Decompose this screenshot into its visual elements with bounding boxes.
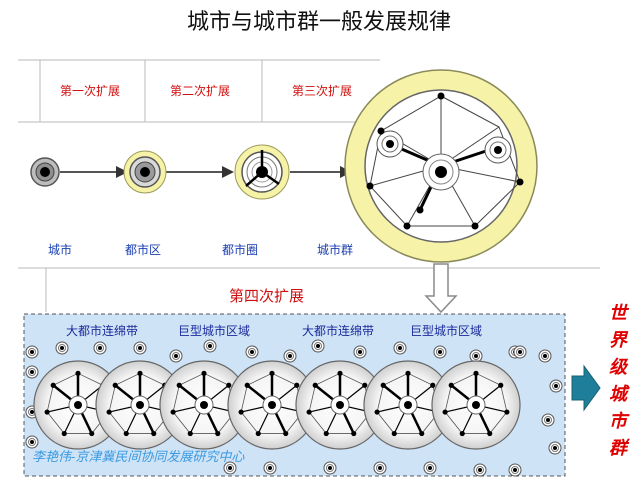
node-label-metro-area: 都市区 <box>125 243 162 257</box>
node-label-city: 城市 <box>48 243 73 257</box>
band-title-4: 巨型城市区域 <box>410 324 483 338</box>
small-city-node <box>169 349 183 363</box>
metro-disc <box>95 360 185 450</box>
small-city-node <box>423 461 437 475</box>
band-discs <box>33 360 521 450</box>
metro-disc <box>363 360 453 450</box>
small-city-node <box>133 341 147 355</box>
small-city-node <box>433 345 447 359</box>
metro-area-node <box>123 150 167 194</box>
small-city-node <box>538 349 552 363</box>
metro-disc <box>159 360 249 450</box>
small-city-node <box>223 461 237 475</box>
small-city-node <box>548 441 562 455</box>
world-class-cluster-label: 世界级城市群 <box>609 303 627 459</box>
down-arrow <box>424 263 458 314</box>
stage-label-1: 第一次扩展 <box>60 84 121 98</box>
metro-disc <box>227 360 317 450</box>
metro-disc <box>431 360 521 450</box>
band-title-2: 巨型城市区域 <box>178 324 251 338</box>
small-city-node <box>245 345 259 359</box>
small-city-node <box>203 339 217 353</box>
band-title-3: 大都市连绵带 <box>302 324 375 338</box>
small-city-node <box>311 339 325 353</box>
band-title-1: 大都市连绵带 <box>66 324 139 338</box>
stage-frame <box>18 59 600 312</box>
metro-circle-node <box>234 144 290 200</box>
city-cluster-node <box>344 69 538 263</box>
page-title: 城市与城市群一般发展规律 <box>186 10 451 35</box>
stage-label-4: 第四次扩展 <box>229 287 305 305</box>
small-city-node <box>25 435 39 449</box>
band-small-nodes <box>25 339 563 477</box>
small-city-node <box>513 345 527 359</box>
small-city-node <box>469 349 483 363</box>
small-city-node <box>373 461 387 475</box>
small-city-node <box>393 341 407 355</box>
small-city-node <box>473 463 487 477</box>
small-city-node <box>353 345 367 359</box>
small-city-node <box>93 341 107 355</box>
city-node <box>30 157 60 187</box>
stage-label-3: 第三次扩展 <box>292 84 353 98</box>
node-label-city-cluster: 城市群 <box>317 243 354 257</box>
small-city-node <box>25 365 39 379</box>
metro-disc <box>295 360 385 450</box>
small-city-node <box>283 349 297 363</box>
small-city-node <box>263 461 277 475</box>
small-city-node <box>55 341 69 355</box>
small-city-node <box>549 379 563 393</box>
right-arrow <box>571 364 601 412</box>
small-city-node <box>25 345 39 359</box>
stage-label-2: 第二次扩展 <box>170 84 231 98</box>
small-city-node <box>508 463 522 477</box>
node-label-metro-circle: 都市圈 <box>222 243 259 257</box>
small-city-node <box>323 461 337 475</box>
watermark-text: 李艳伟-京津冀民间协同发展研究中心 <box>32 450 245 465</box>
small-city-node <box>541 413 555 427</box>
